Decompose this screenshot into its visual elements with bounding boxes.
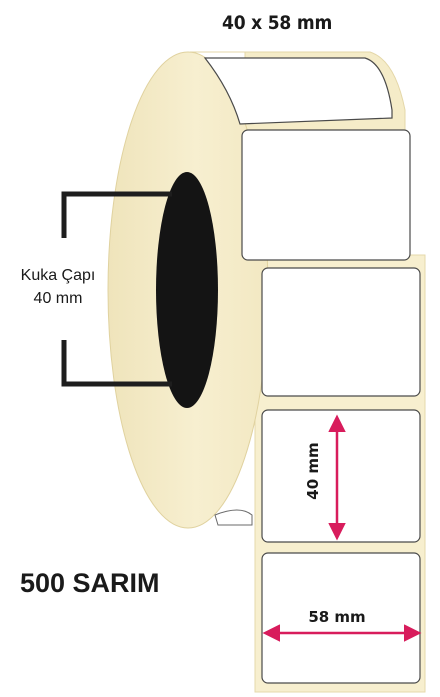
core-bracket-top [61,191,172,238]
core-hole [156,172,218,408]
core-diameter-label: Kuka Çapı 40 mm [2,264,114,310]
roll-label-top [203,57,393,125]
strip-label-1 [261,267,421,397]
winding-count: 500 SARIM [20,568,160,598]
roll-label-2 [241,129,411,261]
core-diameter-caption: Kuka Çapı [20,267,96,284]
strip-label-3 [261,552,421,684]
core-diameter-value: 40 mm [33,290,83,307]
roll-label-lower [214,509,253,526]
strip-label-2 [261,409,421,543]
label-height-dimension: 40 mm [304,442,322,500]
label-size-title: 40 x 58 mm [222,12,333,34]
label-width-dimension: 58 mm [308,608,366,626]
core-bracket-bottom [61,340,172,387]
